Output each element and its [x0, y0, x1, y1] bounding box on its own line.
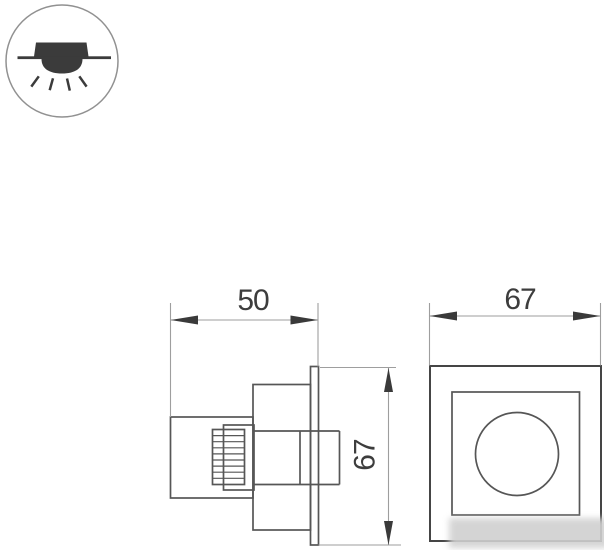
recessed-housing-icon: [34, 42, 89, 57]
side-height-dim-label: 67: [349, 439, 382, 471]
arrowhead-right: [290, 315, 318, 325]
light-rays-icon: [30, 75, 88, 91]
light-ray: [30, 75, 40, 88]
arrowhead-right: [573, 311, 601, 321]
front-width-dim-label: 67: [504, 283, 536, 316]
mounting-flange-outline: [309, 365, 320, 546]
side-width-dim-label: 50: [237, 284, 269, 317]
arrowhead-left: [170, 315, 198, 325]
lamp-dome-icon: [41, 59, 83, 74]
arrowhead-down: [384, 521, 393, 545]
front-view: 67: [428, 283, 604, 548]
light-ray: [65, 78, 72, 91]
arrowhead-up: [384, 368, 393, 392]
front-inner-frame-outline: [451, 391, 581, 516]
body-housing-outline: [252, 383, 312, 531]
lamp-holder-outline: [222, 424, 255, 491]
watermark-smudge: [449, 518, 604, 548]
ceiling-line-icon: [17, 56, 111, 60]
side-height-dimension: 67: [318, 366, 401, 546]
side-width-dimension: 50: [169, 284, 319, 417]
heatsink-fins: [212, 435, 245, 479]
front-lens-outline: [474, 411, 560, 497]
downlight-symbol-badge: [5, 4, 119, 118]
light-ray: [78, 75, 88, 88]
lamp-barrel-outline: [254, 430, 341, 486]
heatsink-outline: [211, 428, 246, 486]
arrowhead-left: [429, 311, 457, 321]
symbol-circle: [5, 4, 119, 118]
front-width-dimension: 67: [428, 283, 602, 366]
light-ray: [48, 77, 55, 91]
side-view: 50 67: [169, 284, 401, 546]
